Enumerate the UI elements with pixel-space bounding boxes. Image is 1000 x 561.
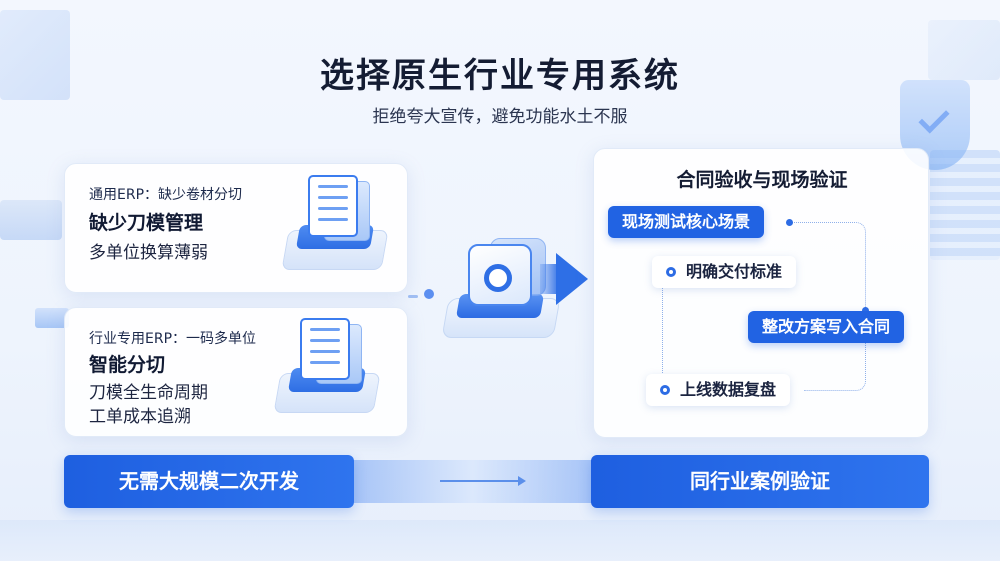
step-label: 现场测试核心场景 (622, 212, 751, 231)
step-data-review: 上线数据复盘 (646, 374, 791, 406)
step-label: 上线数据复盘 (680, 380, 777, 399)
card-emphasis: 智能分切 (89, 354, 166, 376)
decorative-block (35, 308, 69, 328)
card-emphasis: 缺少刀模管理 (89, 212, 204, 234)
panel-title: 合同验收与现场验证 (676, 169, 848, 191)
step-marker-icon (660, 384, 670, 395)
connector-line (804, 343, 866, 391)
card-heading: 行业专用ERP：一码多单位 (89, 331, 257, 347)
flow-dots (408, 283, 440, 302)
card-line: 刀模全生命周期 (89, 383, 208, 403)
arrow-right-icon (440, 476, 526, 486)
document-icon (280, 175, 390, 275)
acceptance-panel: 合同验收与现场验证 现场测试核心场景 明确交付标准 整改方案写入合同 上线数据复… (593, 148, 929, 438)
decorative-cube (928, 20, 1000, 80)
industry-case-banner: 同行业案例验证 (591, 455, 929, 508)
step-label: 明确交付标准 (686, 262, 783, 281)
no-secondary-dev-banner: 无需大规模二次开发 (64, 455, 354, 508)
arrow-right-icon (556, 253, 588, 305)
connector-line (662, 279, 663, 387)
gear-box-icon (440, 236, 570, 346)
connector-dot (862, 307, 869, 314)
connector-dot (786, 219, 793, 226)
card-heading: 通用ERP：缺少卷材分切 (89, 187, 243, 203)
step-label: 整改方案写入合同 (762, 317, 891, 336)
card-line: 工单成本追溯 (89, 407, 191, 427)
page-title: 选择原生行业专用系统 (320, 56, 680, 96)
step-marker-icon (666, 266, 676, 277)
step-delivery-standard: 明确交付标准 (652, 256, 797, 288)
page-subtitle: 拒绝夸大宣传，避免功能水土不服 (372, 107, 628, 127)
document-icon (272, 318, 382, 418)
connector-line (790, 222, 866, 311)
arrow-stem (540, 264, 560, 294)
decorative-slab (0, 200, 62, 240)
card-line: 多单位换算薄弱 (89, 243, 208, 263)
step-rectification-plan: 整改方案写入合同 (748, 311, 905, 343)
decorative-cube (0, 10, 70, 100)
floor-reflection (0, 520, 1000, 561)
step-onsite-test: 现场测试核心场景 (608, 206, 765, 238)
